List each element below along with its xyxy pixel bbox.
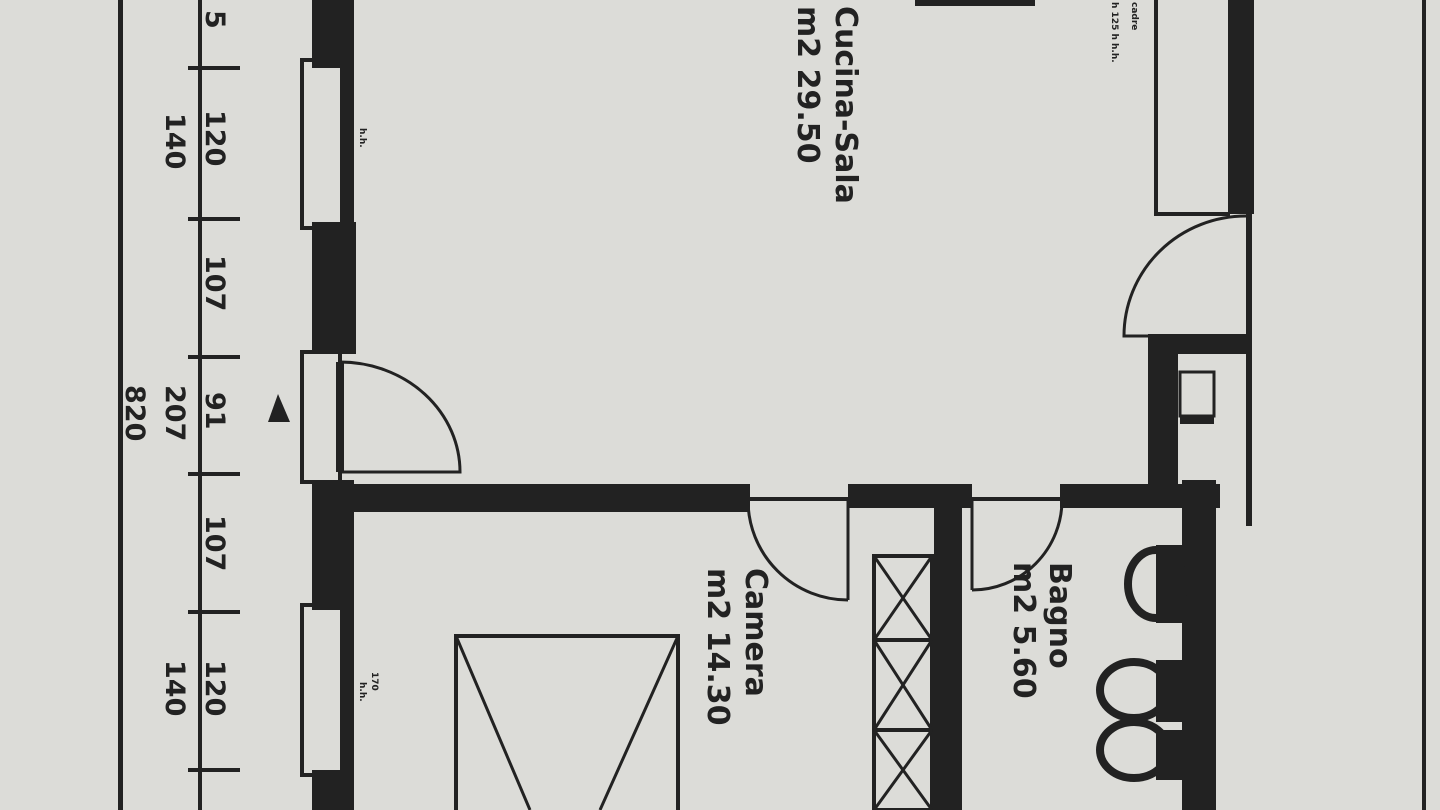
camera-door: [746, 499, 850, 602]
camera-area: m2 14.30: [700, 568, 735, 725]
interior-wall-main: [340, 484, 750, 512]
bathroom-fixtures: [1096, 545, 1188, 782]
window-note-2: h.h.: [357, 682, 367, 702]
window-note-1: h.h.: [357, 128, 367, 148]
right-exterior-wall-top: [1228, 0, 1254, 214]
dim-seg-5: 107: [199, 515, 230, 571]
bagno-name: Bagno: [1042, 562, 1077, 669]
right-boundary-line: [1422, 0, 1426, 810]
top-note-1: cadre: [1129, 2, 1139, 30]
bed: [454, 634, 680, 810]
interior-wall-thin-2: [972, 497, 1062, 501]
dim-sub-3: 140: [159, 660, 190, 716]
kitchen-right-door: [1122, 214, 1247, 338]
right-exterior-wall-lower: [1182, 480, 1216, 810]
window-note-3: 170: [369, 672, 379, 691]
dim-sub-1: 140: [159, 113, 190, 169]
service-shaft: [1148, 334, 1248, 484]
dim-sub-2: 207: [159, 385, 190, 441]
dim-seg-1: 5: [199, 10, 230, 29]
dim-seg-2: 120: [199, 110, 230, 166]
dimension-chain: [188, 0, 240, 810]
cucina-area: m2 29.50: [790, 6, 825, 163]
top-note-2: h 125 h h.h.: [1109, 2, 1119, 63]
outer-boundary-line: [118, 0, 123, 810]
right-wall-thin: [1246, 214, 1252, 526]
dim-total: 820: [119, 385, 150, 441]
wardrobe: [872, 554, 934, 810]
dim-seg-4: 91: [199, 392, 230, 430]
entrance-door: [336, 360, 462, 474]
bagno-door: [970, 499, 1064, 592]
kitchen-counter: [915, 0, 1230, 216]
entrance-arrow-icon: [268, 394, 290, 422]
wall-camera-bagno: [934, 500, 962, 810]
cucina-name: Cucina-Sala: [828, 6, 863, 204]
camera-name: Camera: [738, 568, 773, 697]
dim-seg-3: 107: [199, 255, 230, 311]
dim-seg-6: 120: [199, 660, 230, 716]
interior-wall-thin-1: [748, 497, 848, 501]
bagno-area: m2 5.60: [1006, 562, 1041, 699]
left-exterior-wall: [300, 0, 356, 810]
